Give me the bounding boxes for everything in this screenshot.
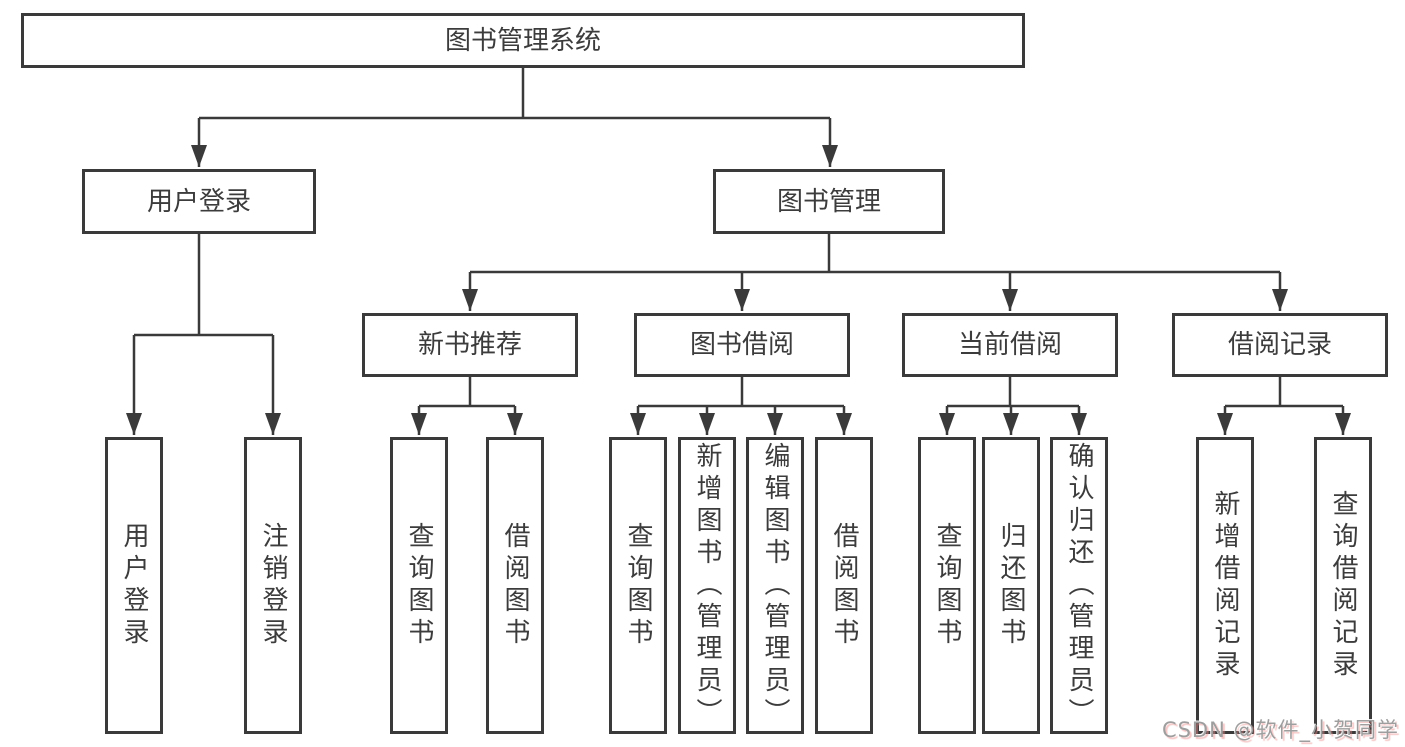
leaf-add-books-admin: 新增图书（管理员） [678, 437, 736, 734]
leaf-query-books-1: 查询图书 [390, 437, 448, 734]
node-book-borrowing: 图书借阅 [634, 313, 850, 377]
node-root-system: 图书管理系统 [21, 13, 1025, 68]
node-user-login: 用户登录 [82, 169, 316, 234]
leaf-add-borrow-record: 新增借阅记录 [1196, 437, 1254, 734]
leaf-confirm-return-admin: 确认归还（管理员） [1050, 437, 1108, 734]
leaf-return-books: 归还图书 [982, 437, 1040, 734]
node-new-book-recommend: 新书推荐 [362, 313, 578, 377]
watermark: CSDN @软件_小贺同学 [1161, 718, 1399, 742]
leaf-borrow-books-2: 借阅图书 [815, 437, 873, 734]
leaf-borrow-books-1: 借阅图书 [486, 437, 544, 734]
leaf-query-books-2: 查询图书 [609, 437, 667, 734]
node-current-borrowing: 当前借阅 [902, 313, 1118, 377]
leaf-query-borrow-record: 查询借阅记录 [1314, 437, 1372, 734]
leaf-query-books-3: 查询图书 [918, 437, 976, 734]
leaf-logout: 注销登录 [244, 437, 302, 734]
leaf-user-login: 用户登录 [105, 437, 163, 734]
leaf-edit-books-admin: 编辑图书（管理员） [746, 437, 804, 734]
node-borrowing-records: 借阅记录 [1172, 313, 1388, 377]
node-book-management: 图书管理 [713, 169, 945, 234]
